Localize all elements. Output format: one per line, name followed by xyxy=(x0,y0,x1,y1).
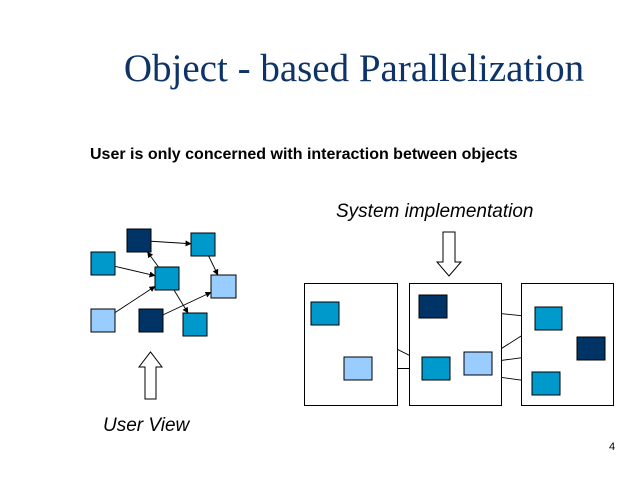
user-view-object-u1 xyxy=(126,228,152,253)
processor-boxes xyxy=(304,283,614,406)
system-view-object-s8 xyxy=(531,371,561,396)
slide-title: Object - based Parallelization xyxy=(123,47,585,90)
user-view-object-u7 xyxy=(138,308,164,333)
slide-subtitle: User is only concerned with interaction … xyxy=(90,146,518,163)
up-arrow-icon xyxy=(137,351,164,400)
user-view-link-u3-to-u5 xyxy=(208,255,219,276)
page-number: 4 xyxy=(609,441,616,453)
system-view-object-s1 xyxy=(310,301,340,326)
user-view-object-u3 xyxy=(190,232,216,257)
system-view-object-s5 xyxy=(463,351,493,376)
processor-box-p1 xyxy=(304,283,398,406)
user-view-link-u1-to-u3 xyxy=(150,240,192,247)
user-view-link-u6-to-u4 xyxy=(114,285,156,314)
objects-layer xyxy=(90,228,606,396)
system-view-object-s2 xyxy=(343,356,373,381)
user-view-link-u4-to-u1 xyxy=(147,251,159,268)
user-view-link-u2-to-u4 xyxy=(114,265,156,278)
system-view-object-s4 xyxy=(421,356,451,381)
user-view-object-u2 xyxy=(90,251,116,276)
system-view-object-s3 xyxy=(418,294,448,319)
user-view-link-u7-to-u5 xyxy=(162,291,212,316)
user-view-object-u6 xyxy=(90,308,116,333)
user-view-object-u8 xyxy=(182,312,208,337)
user-view-link-u4-to-u8 xyxy=(173,289,189,314)
system-view-object-s7 xyxy=(576,336,606,361)
down-arrow-icon xyxy=(435,231,463,277)
system-view-object-s6 xyxy=(534,306,563,331)
user-view-object-u4 xyxy=(154,266,180,291)
user-view-object-u5 xyxy=(210,274,237,299)
user-view-label: User View xyxy=(103,415,190,436)
system-implementation-label: System implementation xyxy=(336,201,534,222)
